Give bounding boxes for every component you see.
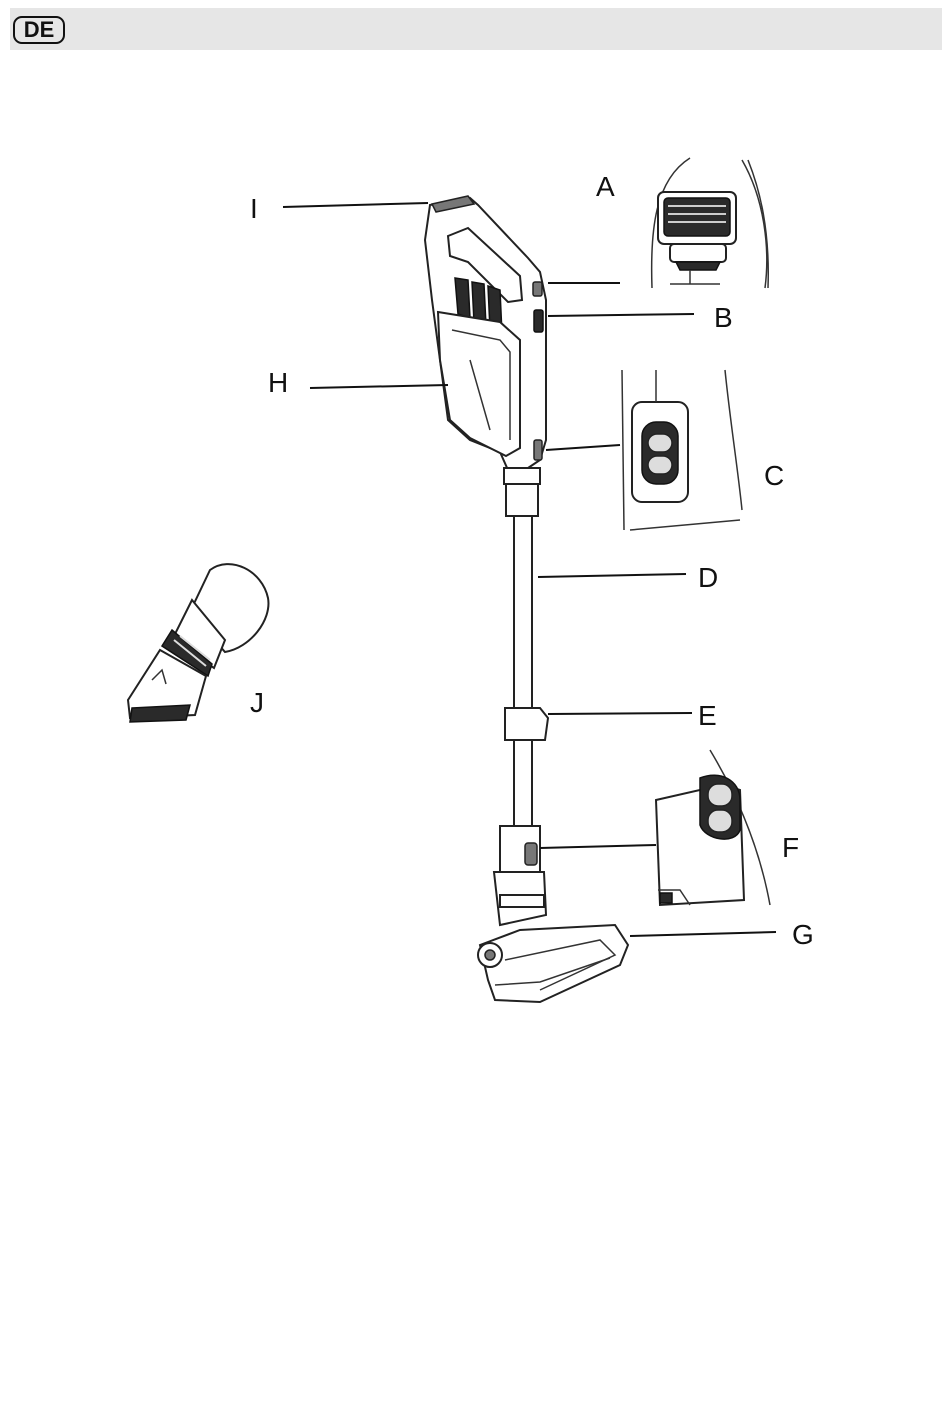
label-e: E: [698, 700, 717, 731]
label-j: J: [250, 687, 264, 718]
label-a: A: [596, 171, 615, 202]
label-i: I: [250, 193, 258, 224]
label-g: G: [792, 919, 814, 950]
label-b: B: [714, 302, 733, 333]
extension-tube: [505, 516, 548, 830]
detail-c-inset: [622, 370, 742, 530]
detail-a-inset: [652, 158, 769, 288]
detail-f-inset: [656, 750, 770, 905]
label-c: C: [764, 460, 784, 491]
label-h: H: [268, 367, 288, 398]
floor-nozzle: [478, 826, 628, 1002]
vacuum-body: [425, 196, 546, 516]
crevice-tool: [128, 564, 268, 722]
label-d: D: [698, 562, 718, 593]
label-f: F: [782, 832, 799, 863]
